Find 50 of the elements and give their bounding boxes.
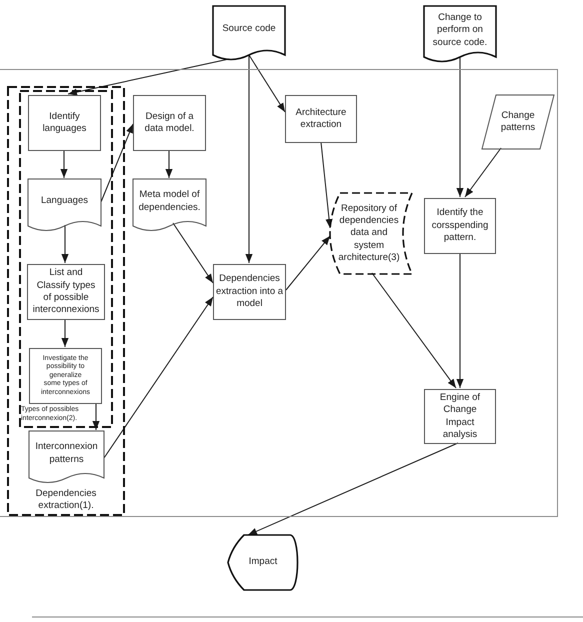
arrow <box>245 54 253 264</box>
arrow <box>248 442 458 536</box>
arrow <box>165 150 173 178</box>
arrow <box>60 150 68 178</box>
arrow <box>104 296 214 458</box>
stored-data-shape <box>330 193 412 274</box>
arrow <box>372 272 456 388</box>
process-text: Identify languages <box>42 110 88 136</box>
arrow <box>61 224 69 264</box>
process-box <box>424 198 496 254</box>
process-text: Architecture extraction <box>294 106 348 132</box>
group-title: Dependencies extraction(1). <box>34 488 98 512</box>
process-box <box>133 95 206 151</box>
document-shape <box>29 431 104 485</box>
data-text: Change patterns <box>500 110 536 134</box>
process-text: Identify the corsspending pattern. <box>430 207 490 245</box>
display-text: Impact <box>248 556 278 569</box>
document-shape <box>213 6 285 62</box>
diagram-frame <box>0 69 558 517</box>
process-text: Design of a data model. <box>144 110 196 136</box>
arrow <box>456 56 464 198</box>
process-text: Engine of Change Impact analysis <box>438 392 482 442</box>
process-box <box>213 264 286 320</box>
dashed-group-frame <box>19 90 113 428</box>
document-text: Change to perform on source code. <box>432 12 488 50</box>
display-shape <box>228 535 298 590</box>
document-shape <box>424 6 496 64</box>
arrow <box>248 54 286 112</box>
document-shape <box>28 179 101 233</box>
arrow <box>172 222 214 284</box>
process-text: List and Classify types of possible interconnexions <box>32 267 100 317</box>
process-box <box>285 95 357 143</box>
arrow <box>61 318 69 348</box>
process-box <box>28 95 101 151</box>
data-parallelogram <box>482 95 554 149</box>
process-box <box>424 389 496 444</box>
document-text: Meta model of dependencies. <box>138 189 202 214</box>
arrow <box>320 142 333 228</box>
arrow <box>92 402 100 430</box>
arrow <box>456 252 464 388</box>
dashed-group-frame <box>7 86 125 516</box>
document-text: Source code <box>222 23 276 36</box>
stored-data-text: Repository of dependencies data and system architecture(3) <box>337 202 401 264</box>
arrow <box>464 148 502 198</box>
process-box <box>29 348 102 404</box>
document-shape <box>133 179 206 233</box>
process-text: Dependencies extraction into a model <box>214 273 284 311</box>
document-text: Interconnexion patterns <box>34 441 99 466</box>
arrow <box>286 236 330 290</box>
document-text: Languages <box>40 195 88 208</box>
